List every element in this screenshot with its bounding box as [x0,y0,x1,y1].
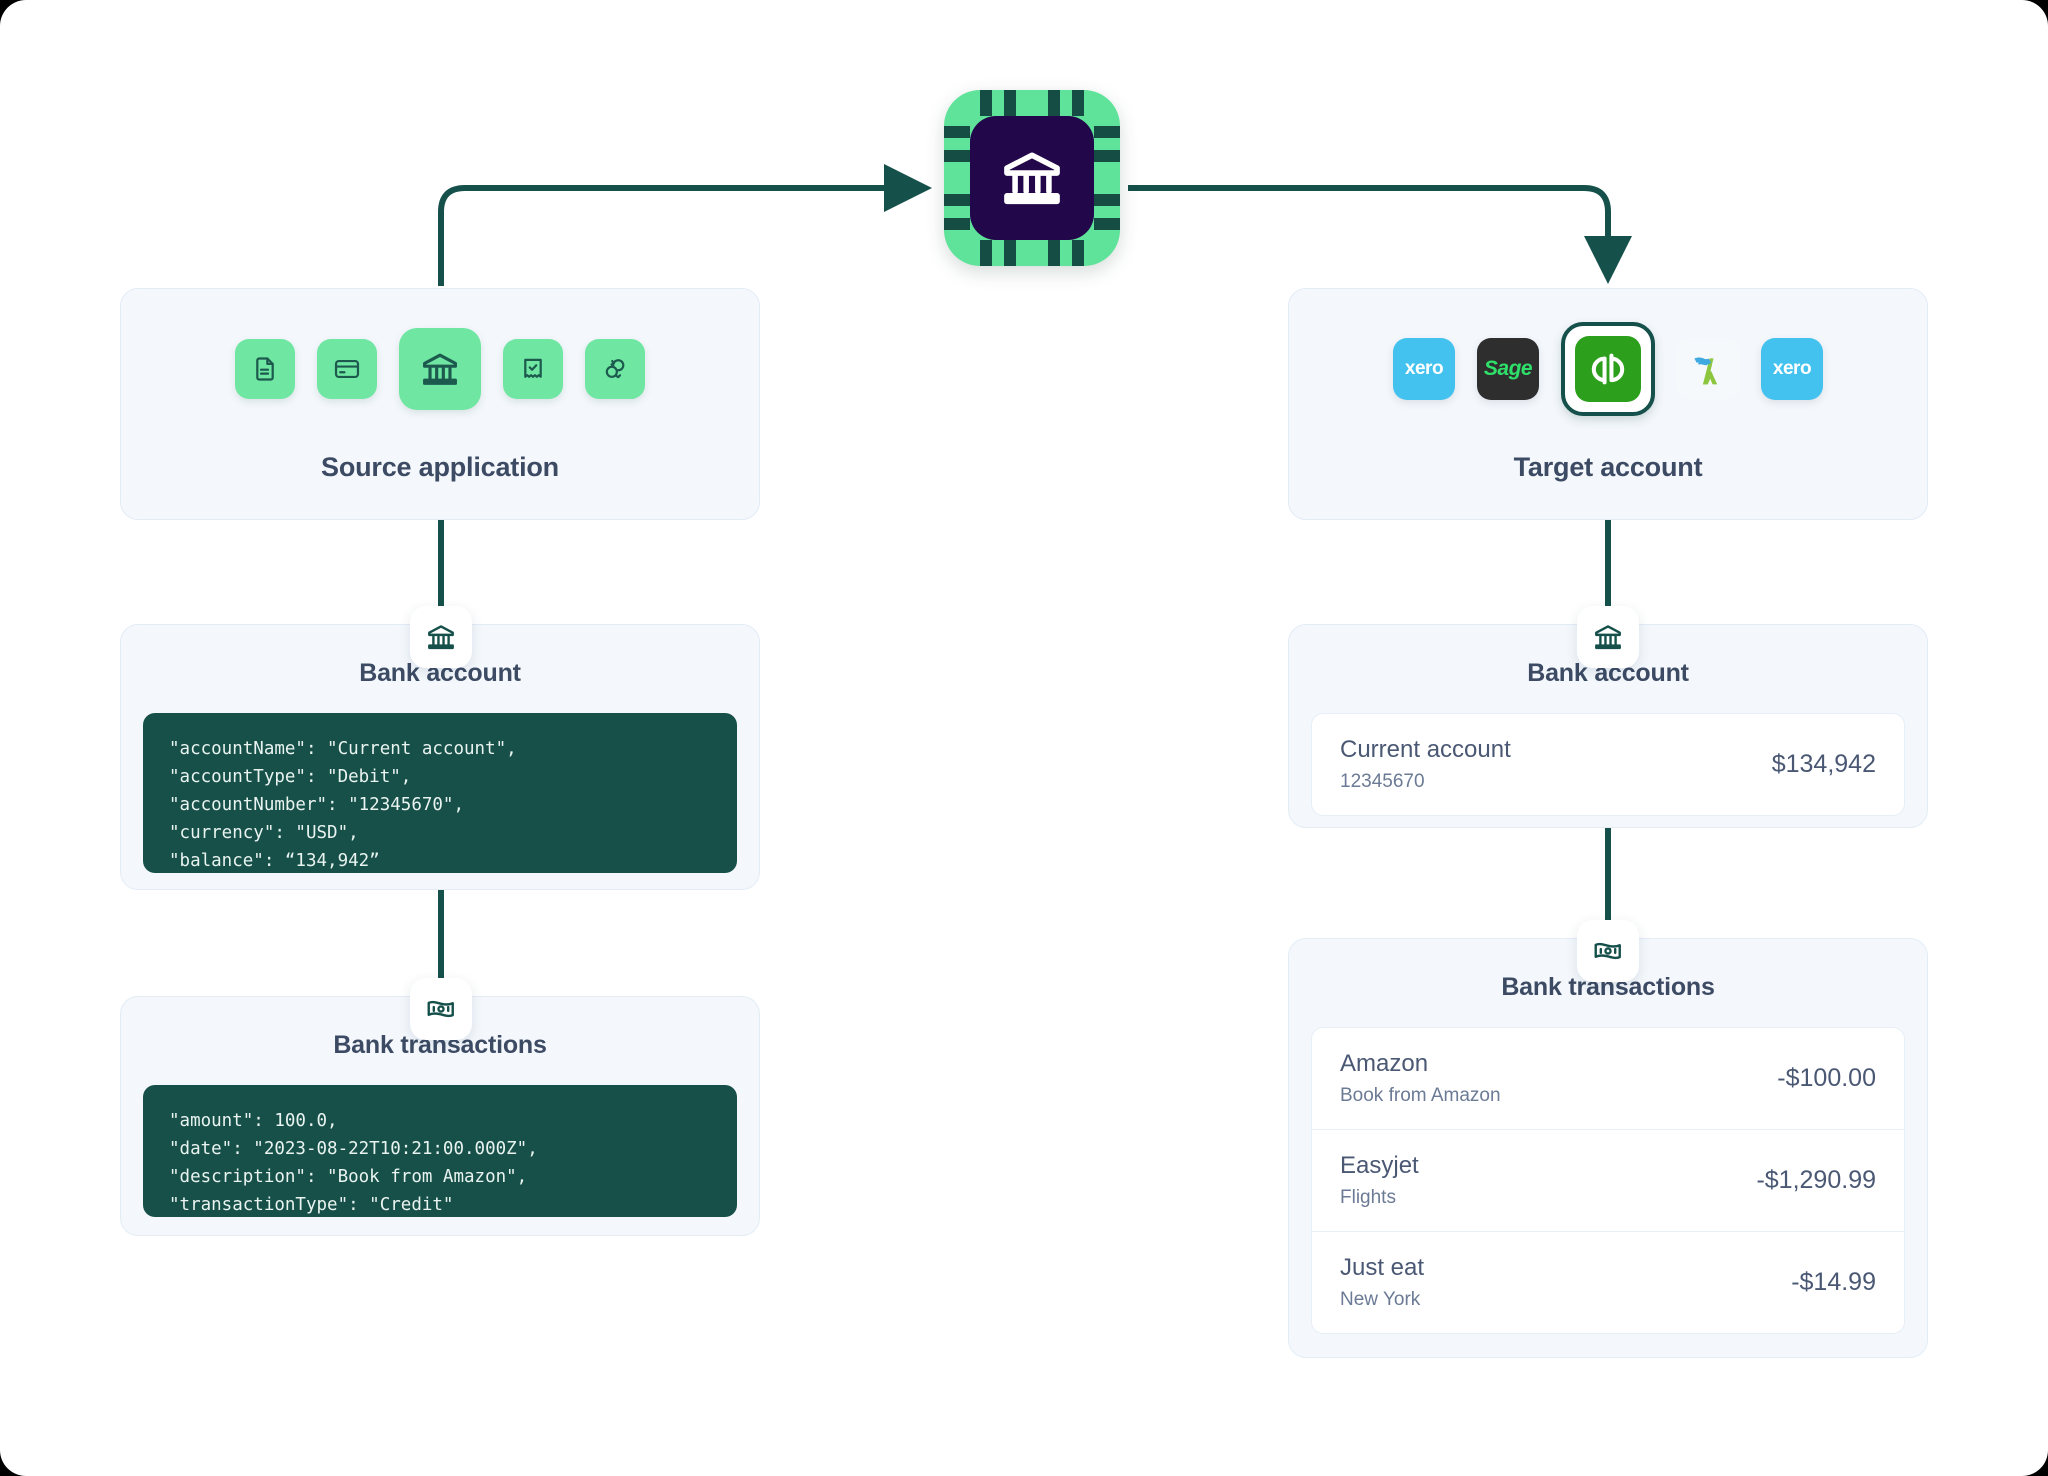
target-account-panel: xero Sage [1288,288,1928,520]
xero-logo[interactable]: xero [1393,338,1455,400]
transaction-amount: -$100.00 [1777,1064,1876,1092]
quickbooks-logo-selected[interactable] [1561,322,1655,416]
sync-refresh-icon[interactable] [585,339,645,399]
target-bank-account-list: Current account 12345670 $134,942 [1311,713,1905,816]
target-logo-row: xero Sage [1289,322,1927,416]
transaction-name: Amazon [1340,1050,1429,1077]
credit-card-icon[interactable] [317,339,377,399]
transaction-name: Just eat [1340,1254,1425,1281]
chip-pins [944,90,1120,266]
xero-logo[interactable]: xero [1761,338,1823,400]
target-bank-transactions-card: Bank transactions Amazon Book from Amazo… [1288,938,1928,1358]
bank-transactions-json: "amount": 100.0, "date": "2023-08-22T10:… [143,1085,737,1217]
xero-logo-label: xero [1404,358,1444,379]
source-tile-row [121,325,759,413]
transaction-amount: -$1,290.99 [1756,1166,1876,1194]
bank-account-json: "accountName": "Current account", "accou… [143,713,737,873]
sage-logo[interactable]: Sage [1477,338,1539,400]
bank-chip-icon [944,90,1120,266]
chip-inner [970,116,1094,240]
banknote-icon [1577,920,1639,982]
source-application-panel: Source application [120,288,760,520]
quickbooks-logo [1575,336,1641,402]
transaction-description: Book from Amazon [1340,1085,1501,1106]
bank-icon [410,606,472,668]
account-name: Current account [1340,736,1511,763]
document-icon[interactable] [235,339,295,399]
transaction-description: New York [1340,1289,1421,1310]
source-bank-account-card: Bank account "accountName": "Current acc… [120,624,760,890]
freeagent-logo[interactable] [1677,338,1739,400]
receipt-check-icon[interactable] [503,339,563,399]
bank-icon[interactable] [399,328,481,410]
table-row[interactable]: Just eat New York -$14.99 [1312,1231,1904,1333]
xero-logo-label: xero [1772,358,1812,379]
table-row[interactable]: Amazon Book from Amazon -$100.00 [1312,1028,1904,1129]
page-title: Target account [1513,452,1703,482]
banknote-icon [410,978,472,1040]
table-row[interactable]: Easyjet Flights -$1,290.99 [1312,1129,1904,1231]
bank-icon [1577,606,1639,668]
target-bank-transactions-list: Amazon Book from Amazon -$100.00 Easyjet… [1311,1027,1905,1334]
transaction-description: Flights [1340,1187,1396,1208]
account-balance: $134,942 [1771,750,1876,778]
transaction-amount: -$14.99 [1791,1268,1876,1296]
transaction-name: Easyjet [1340,1152,1419,1179]
page-title: Source application [321,452,559,482]
account-number: 12345670 [1340,771,1425,792]
list-item[interactable]: Current account 12345670 $134,942 [1312,714,1904,815]
sage-logo-label: Sage [1483,357,1533,380]
